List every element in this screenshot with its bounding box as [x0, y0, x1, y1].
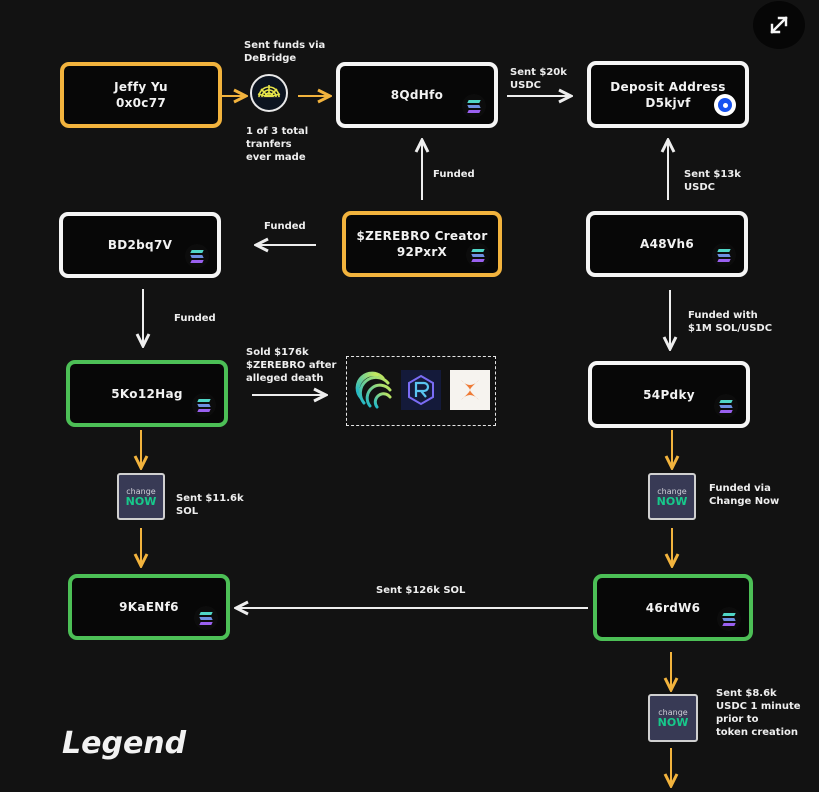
node-label: Deposit Address D5kjvf: [610, 79, 726, 110]
solana-icon: [462, 94, 486, 118]
note-sent-8-6k: Sent $8.6k USDC 1 minute prior to token …: [716, 688, 801, 738]
orca-icon: [450, 370, 490, 410]
note-funded-1m: Funded with $1M SOL/USDC: [688, 310, 773, 334]
changenow-text-now: NOW: [657, 716, 689, 729]
note-sent-126k: Sent $126k SOL: [376, 585, 466, 596]
node-label: 54Pdky: [643, 387, 695, 402]
node-46rdw6[interactable]: 46rdW6: [593, 574, 753, 641]
node-deposit-address[interactable]: Deposit Address D5kjvf: [587, 61, 749, 128]
jupiter-icon: [353, 370, 393, 410]
node-label: 8QdHfo: [390, 88, 444, 102]
changenow-logo: change NOW: [117, 473, 165, 520]
changenow-logo: change NOW: [648, 694, 698, 742]
solana-icon: [712, 243, 736, 267]
changenow-logo: change NOW: [648, 473, 696, 520]
note-funded-left: Funded: [264, 221, 306, 232]
node-jeffy-yu[interactable]: Jeffy Yu 0x0c77: [60, 62, 222, 128]
node-label: 5Ko12Hag: [111, 386, 183, 401]
debridge-icon: [250, 74, 288, 112]
node-5ko12hag[interactable]: 5Ko12Hag: [66, 360, 228, 427]
changenow-text: change: [657, 486, 687, 496]
node-bd2bq7v[interactable]: BD2bq7V: [59, 212, 221, 278]
coinbase-icon: [714, 94, 736, 116]
solana-icon: [717, 607, 741, 631]
solana-icon: [192, 393, 216, 417]
note-debridge-top: Sent funds via DeBridge: [244, 40, 326, 64]
note-funded-up: Funded: [433, 169, 475, 180]
solana-icon: [466, 243, 490, 267]
note-sent-13k: Sent $13k USDC: [684, 169, 741, 193]
node-label: 46rdW6: [645, 600, 701, 615]
expand-icon: [770, 16, 788, 34]
solana-icon: [194, 606, 218, 630]
note-debridge-bottom: 1 of 3 total tranfers ever made: [246, 126, 309, 163]
node-zerebro-creator[interactable]: $ZEREBRO Creator 92PxrX: [342, 211, 502, 277]
expand-button[interactable]: [753, 1, 805, 49]
note-funded-via-changenow: Funded via Change Now: [709, 483, 780, 507]
changenow-text: change: [126, 486, 156, 496]
node-label: 9KaENf6: [119, 600, 179, 614]
note-sent-20k: Sent $20k USDC: [510, 67, 567, 91]
raydium-icon: [401, 370, 441, 410]
node-8qdhfo[interactable]: 8QdHfo: [336, 62, 498, 128]
node-label: BD2bq7V: [107, 238, 173, 252]
note-sent-11-6k: Sent $11.6k SOL: [176, 493, 244, 517]
node-9kaenf6[interactable]: 9KaENf6: [68, 574, 230, 640]
solana-icon: [714, 394, 738, 418]
note-funded-down: Funded: [174, 313, 216, 324]
changenow-text-now: NOW: [656, 494, 688, 508]
solana-icon: [185, 244, 209, 268]
changenow-text: change: [658, 708, 688, 717]
dex-group: [346, 356, 496, 426]
node-label: $ZEREBRO Creator 92PxrX: [356, 229, 488, 259]
legend-title: Legend: [62, 726, 187, 761]
note-sold-176k: Sold $176k $ZEREBRO after alleged death: [246, 347, 337, 384]
node-54pdky[interactable]: 54Pdky: [588, 361, 750, 428]
node-label: Jeffy Yu 0x0c77: [114, 80, 168, 110]
node-label: A48Vh6: [640, 237, 694, 251]
changenow-text-now: NOW: [125, 494, 157, 508]
node-a48vh6[interactable]: A48Vh6: [586, 211, 748, 277]
